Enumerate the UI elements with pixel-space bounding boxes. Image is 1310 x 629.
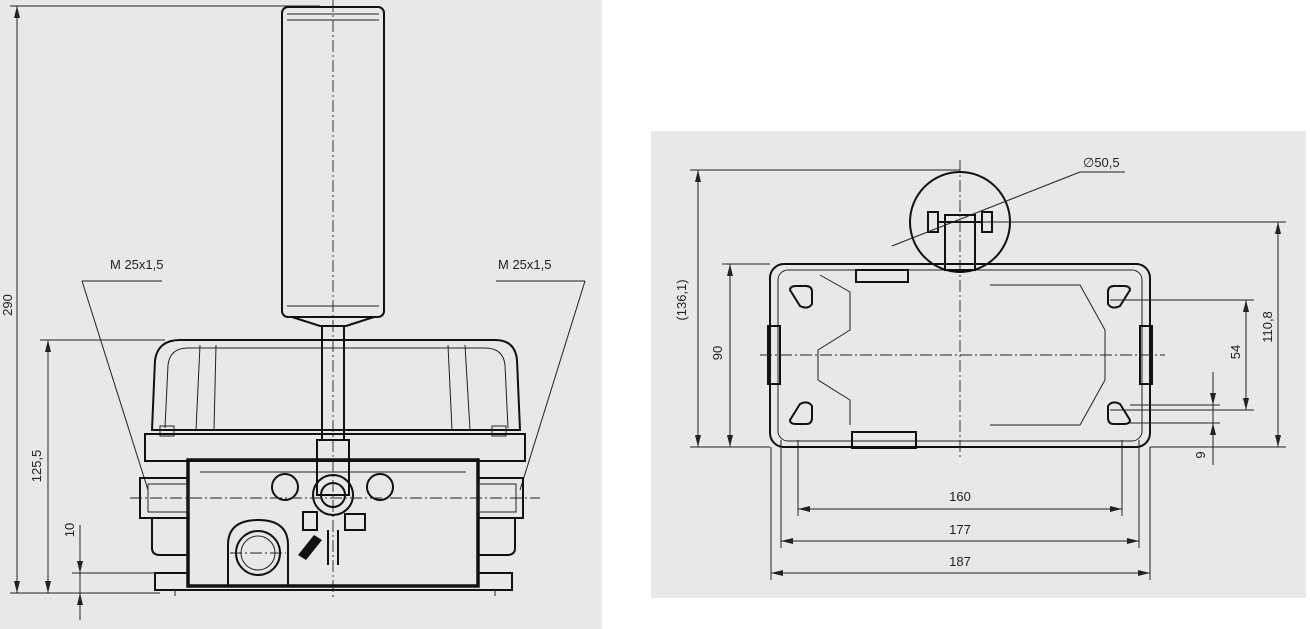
dim-90-label: 90 — [710, 346, 725, 360]
dim-187-label: 187 — [949, 554, 971, 569]
top-view: ∅50,5 (136,1) 90 54 — [651, 131, 1306, 598]
dim-54: 54 — [1110, 299, 1254, 411]
top-view-housing — [760, 160, 1165, 460]
dim-54-label: 54 — [1228, 345, 1243, 359]
dim-110-8: 110,8 — [975, 221, 1286, 448]
dim-290: 290 — [0, 5, 320, 594]
dim-187: 187 — [770, 447, 1151, 580]
thread-label-left: M 25x1,5 — [110, 257, 163, 272]
housing-body — [130, 439, 540, 596]
dim-9: 9 — [1130, 372, 1220, 465]
dim-136-1-label: (136,1) — [674, 279, 689, 320]
mounting-slots — [788, 285, 1132, 425]
dim-160-label: 160 — [949, 489, 971, 504]
dim-136-1: (136,1) — [674, 169, 960, 448]
thread-callout-right: M 25x1,5 — [496, 257, 586, 491]
dim-9-label: 9 — [1193, 451, 1208, 458]
top-view-background — [651, 131, 1306, 598]
dim-10-label: 10 — [62, 523, 77, 537]
dim-160: 160 — [797, 440, 1123, 516]
dim-125-5: 125,5 — [29, 339, 165, 593]
dim-177-label: 177 — [949, 522, 971, 537]
dim-10: 10 — [62, 523, 155, 620]
dim-90: 90 — [710, 263, 770, 447]
side-view: 290 125,5 10 M 25x1,5 M 25x1,5 — [0, 0, 602, 629]
dim-diameter: ∅50,5 — [891, 155, 1125, 247]
dim-diameter-label: ∅50,5 — [1083, 155, 1120, 170]
dim-125-5-label: 125,5 — [29, 450, 44, 483]
side-view-background — [0, 0, 602, 629]
thread-callout-left: M 25x1,5 — [81, 257, 163, 491]
dim-290-label: 290 — [0, 294, 15, 316]
thread-label-right: M 25x1,5 — [498, 257, 551, 272]
plunger-rod — [281, 0, 385, 600]
dim-110-8-label: 110,8 — [1260, 311, 1275, 343]
dim-177: 177 — [780, 440, 1140, 548]
